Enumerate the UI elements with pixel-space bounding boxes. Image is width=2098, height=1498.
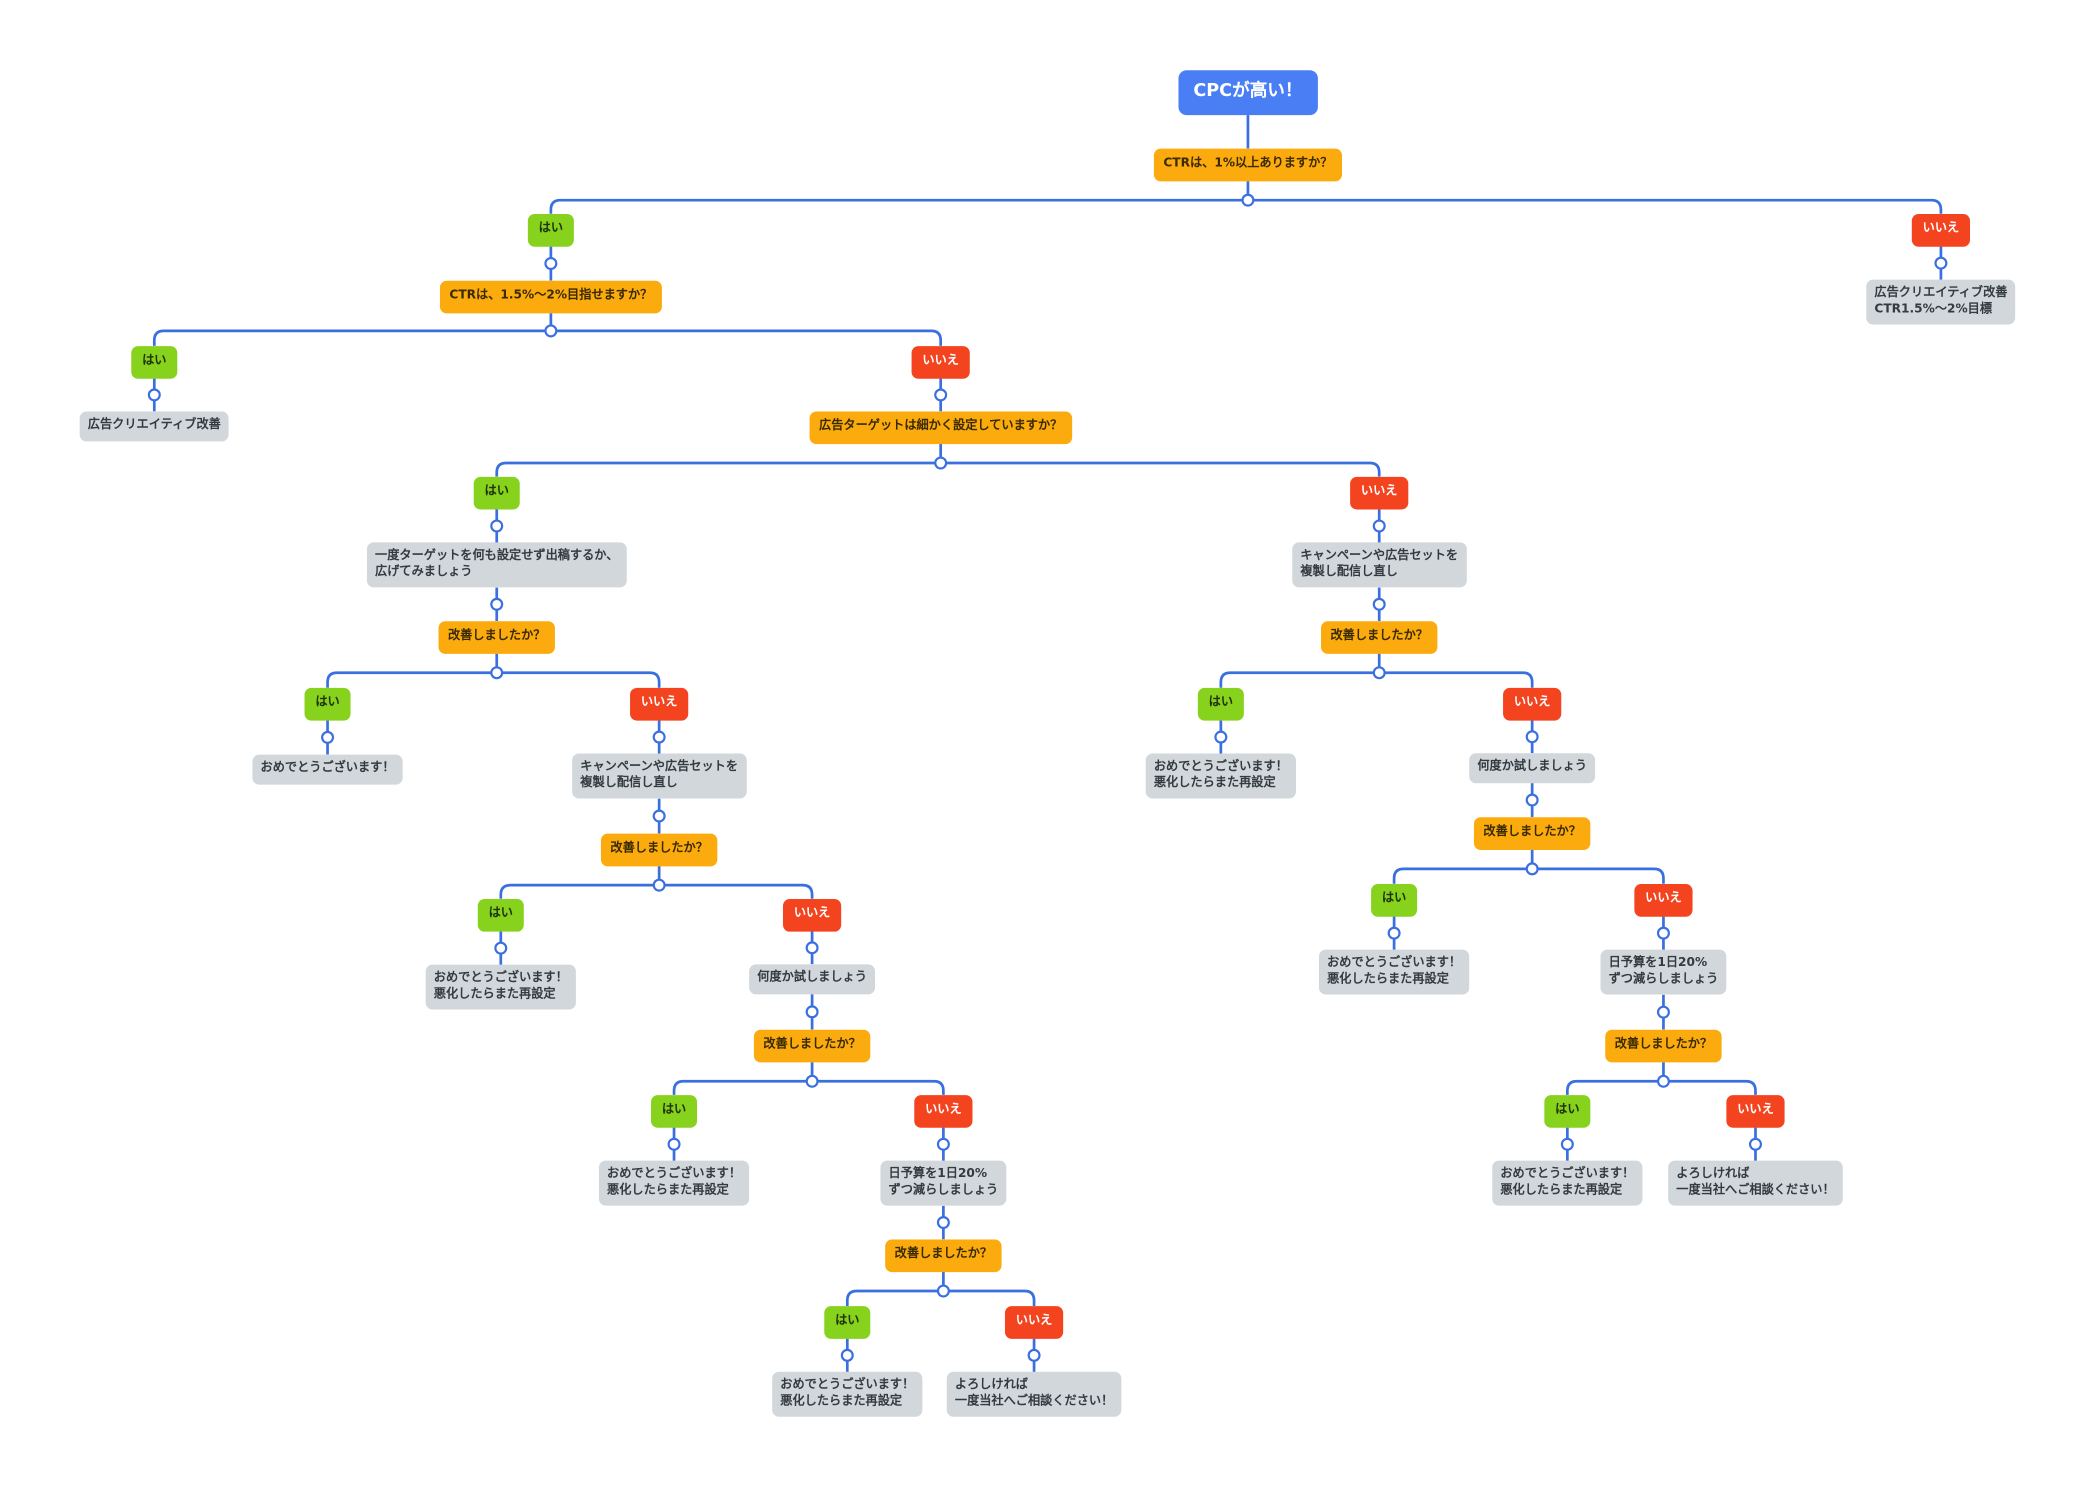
node-no-n7[interactable]: いいえ <box>1004 1306 1064 1339</box>
junction-q10 <box>1656 1074 1670 1088</box>
node-no-n8[interactable]: いいえ <box>1503 687 1562 721</box>
node-q-q8[interactable]: 改善しましたか？ <box>1321 621 1438 654</box>
node-q-q2[interactable]: CTRは、1.5%〜2%目指せますか？ <box>439 280 662 314</box>
junction-y8 <box>1214 730 1228 744</box>
node-yes-y10[interactable]: はい <box>1544 1095 1591 1128</box>
junction-q3 <box>934 456 948 470</box>
node-no-n1[interactable]: いいえ <box>1911 214 1971 247</box>
junction-q9 <box>1525 862 1539 876</box>
junction-n6 <box>936 1137 950 1151</box>
junction-n10 <box>1748 1137 1762 1151</box>
junction-q4 <box>490 666 504 680</box>
node-no-n10[interactable]: いいえ <box>1726 1095 1785 1128</box>
node-yes-y6[interactable]: はい <box>651 1095 698 1128</box>
node-text-t_y2[interactable]: 広告クリエイティブ改善 <box>79 411 229 442</box>
junction-y5 <box>494 941 508 955</box>
node-yes-y9[interactable]: はい <box>1371 884 1418 917</box>
node-root-root[interactable]: CPCが高い！ <box>1178 70 1318 115</box>
junction-y2 <box>147 388 161 402</box>
junction-y3 <box>490 519 504 533</box>
junction-t_y3 <box>490 597 504 611</box>
junction-t_n6 <box>936 1216 950 1230</box>
node-q-q7[interactable]: 改善しましたか？ <box>885 1239 1002 1272</box>
junction-q6 <box>805 1074 819 1088</box>
node-yes-y3[interactable]: はい <box>473 476 520 510</box>
node-text-t_n7[interactable]: よろしければ 一度当社へご相談ください！ <box>946 1371 1122 1418</box>
junction-y9 <box>1387 926 1401 940</box>
junction-n3 <box>1372 519 1386 533</box>
node-text-t_y4[interactable]: おめでとうございます！ <box>252 754 403 785</box>
junction-n7 <box>1027 1348 1041 1362</box>
node-text-t_n3[interactable]: キャンペーンや広告セットを 複製し配信し直し <box>1292 542 1467 588</box>
junction-q8 <box>1372 666 1386 680</box>
node-q-q10[interactable]: 改善しましたか？ <box>1605 1029 1722 1062</box>
node-no-n5[interactable]: いいえ <box>782 899 842 932</box>
node-text-t_y10[interactable]: おめでとうございます！ 悪化したらまた再設定 <box>1492 1160 1643 1207</box>
node-text-t_n8[interactable]: 何度か試しましょう <box>1469 753 1596 783</box>
junction-n1 <box>1934 256 1948 270</box>
junction-n8 <box>1525 730 1539 744</box>
junction-n5 <box>805 941 819 955</box>
node-yes-y8[interactable]: はい <box>1197 687 1244 721</box>
node-text-t_n4[interactable]: キャンペーンや広告セットを 複製し配信し直し <box>572 753 747 799</box>
node-q-q1[interactable]: CTRは、1%以上ありますか？ <box>1153 148 1342 181</box>
node-text-t_y8[interactable]: おめでとうございます！ 悪化したらまた再設定 <box>1145 753 1296 799</box>
node-text-t_y9[interactable]: おめでとうございます！ 悪化したらまた再設定 <box>1318 949 1470 996</box>
node-q-q9[interactable]: 改善しましたか？ <box>1473 817 1591 850</box>
junction-n9 <box>1656 926 1670 940</box>
node-text-t_n6[interactable]: 日予算を1日20% ずつ減らしましょう <box>880 1160 1007 1207</box>
node-no-n3[interactable]: いいえ <box>1350 476 1409 510</box>
node-q-q3[interactable]: 広告ターゲットは細かく設定していますか？ <box>809 411 1072 444</box>
junction-t_n3 <box>1372 597 1386 611</box>
junction-q7 <box>936 1284 950 1298</box>
node-yes-y5[interactable]: はい <box>477 899 524 932</box>
junction-n2 <box>934 388 948 402</box>
junction-y1 <box>544 256 558 271</box>
node-text-t_y3[interactable]: 一度ターゲットを何も設定せず出稿するか、 広げてみましょう <box>366 542 627 588</box>
node-no-n6[interactable]: いいえ <box>914 1095 973 1128</box>
junction-y6 <box>667 1137 681 1151</box>
node-q-q6[interactable]: 改善しましたか？ <box>753 1029 871 1062</box>
node-no-n4[interactable]: いいえ <box>630 687 689 721</box>
node-text-t_n10[interactable]: よろしければ 一度当社へご相談ください！ <box>1668 1160 1843 1207</box>
junction-n4 <box>652 730 666 744</box>
node-yes-y4[interactable]: はい <box>304 687 351 721</box>
junction-t_n8 <box>1525 793 1539 807</box>
junction-t_n9 <box>1656 1005 1670 1019</box>
junction-y4 <box>321 730 335 744</box>
node-q-q5[interactable]: 改善しましたか？ <box>600 833 718 866</box>
node-yes-y2[interactable]: はい <box>131 346 178 379</box>
node-yes-y7[interactable]: はい <box>824 1306 871 1339</box>
node-yes-y1[interactable]: はい <box>527 214 574 247</box>
node-text-t_y5[interactable]: おめでとうございます！ 悪化したらまた再設定 <box>425 964 576 1011</box>
junction-t_n5 <box>805 1005 819 1019</box>
node-no-n2[interactable]: いいえ <box>911 346 970 379</box>
node-text-t_y6[interactable]: おめでとうございます！ 悪化したらまた再設定 <box>598 1160 750 1207</box>
node-no-n9[interactable]: いいえ <box>1634 884 1693 917</box>
junction-q2 <box>544 324 558 338</box>
junction-y7 <box>840 1348 854 1362</box>
node-text-t_n5[interactable]: 何度か試しましょう <box>749 964 876 994</box>
junction-t_n4 <box>652 809 666 823</box>
junction-q5 <box>652 878 666 892</box>
junction-q1 <box>1241 193 1255 207</box>
junction-y10 <box>1560 1137 1574 1151</box>
node-q-q4[interactable]: 改善しましたか？ <box>438 621 555 654</box>
node-text-t_y7[interactable]: おめでとうございます！ 悪化したらまた再設定 <box>772 1371 923 1418</box>
node-text-t_n1[interactable]: 広告クリエイティブ改善 CTR1.5%〜2%目標 <box>1866 279 2016 326</box>
node-text-t_n9[interactable]: 日予算を1日20% ずつ減らしましょう <box>1600 949 1727 996</box>
